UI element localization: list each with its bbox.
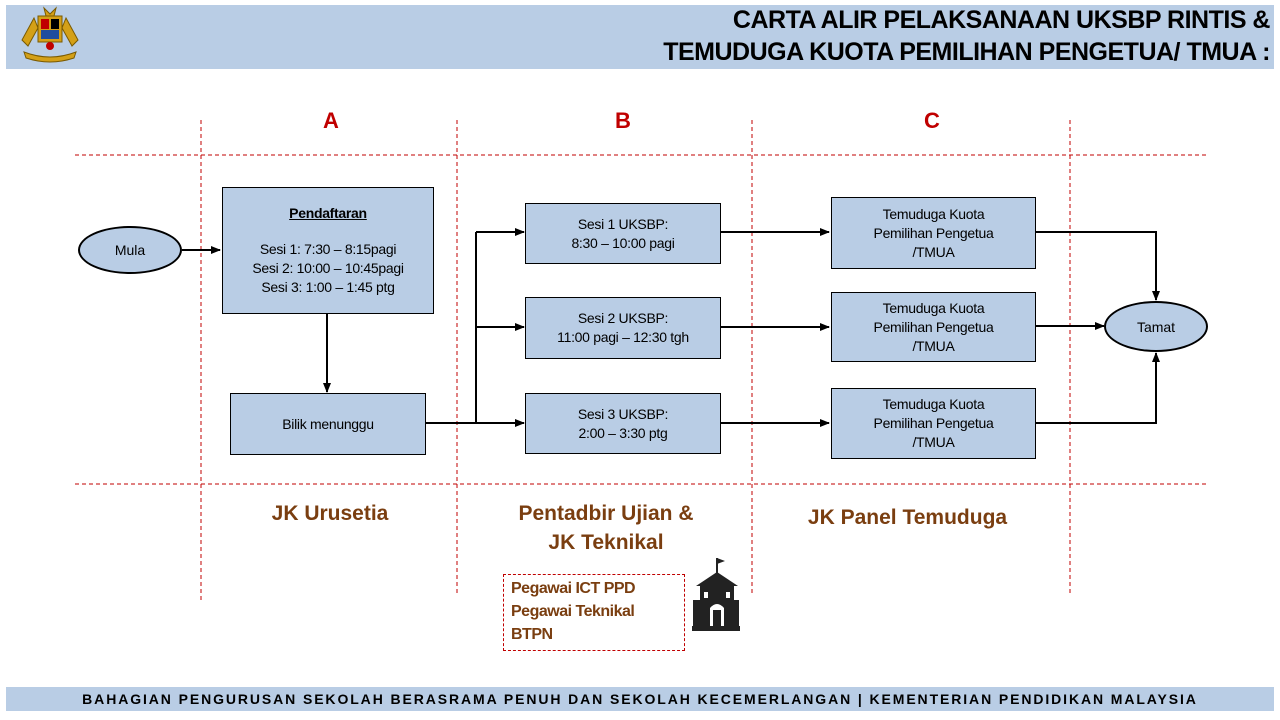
malaysia-crest-icon	[21, 6, 79, 63]
uksbp-session-1-time: 8:30 – 10:00 pagi	[571, 234, 675, 251]
interview-3-line-3: /TMUA	[912, 434, 955, 450]
interview-2-line-3: /TMUA	[912, 337, 955, 354]
interview-3-line-1: Temuduga Kuota	[882, 396, 985, 412]
waiting-room-label: Bilik menunggu	[282, 415, 374, 432]
end-label: Tamat	[1136, 318, 1176, 335]
waiting-room-box: Bilik menunggu	[230, 393, 426, 455]
role-pentadbir-line-2: JK Teknikal	[548, 531, 664, 554]
uksbp-session-3-time: 2:00 – 3:30 ptg	[578, 424, 668, 441]
arrow-interview-3-to-end	[1036, 352, 1160, 424]
interview-3-box: Temuduga Kuota Pemilihan Pengetua /TMUA	[831, 388, 1036, 459]
uksbp-session-2-box: Sesi 2 UKSBP: 11:00 pagi – 12:30 tgh	[525, 297, 721, 359]
footer-text: BAHAGIAN PENGURUSAN SEKOLAH BERASRAMA PE…	[82, 691, 1198, 707]
header-bar	[6, 5, 1274, 69]
registration-session-1: Sesi 1: 7:30 – 8:15pagi	[259, 241, 397, 257]
registration-box: Pendaftaran Sesi 1: 7:30 – 8:15pagi Sesi…	[222, 187, 434, 314]
officer-line-2: Pegawai Teknikal	[511, 603, 635, 620]
end-node: Tamat	[1104, 301, 1208, 352]
uksbp-session-2-title: Sesi 2 UKSBP:	[577, 310, 669, 326]
registration-session-3: Sesi 3: 1:00 – 1:45 ptg	[261, 279, 395, 295]
footer-bar	[6, 687, 1274, 711]
interview-2-line-2: Pemilihan Pengetua	[873, 318, 994, 335]
uksbp-session-3-box: Sesi 3 UKSBP: 2:00 – 3:30 ptg	[525, 393, 721, 454]
arrow-interview-1-to-end	[1036, 231, 1160, 301]
start-label: Mula	[114, 242, 146, 258]
officer-line-1: Pegawai ICT PPD	[511, 580, 636, 597]
officer-line-3: BTPN	[511, 626, 553, 643]
interview-1-line-1: Temuduga Kuota	[882, 205, 985, 222]
registration-heading: Pendaftaran	[289, 205, 367, 221]
title-line-2: TEMUDUGA KUOTA PEMILIHAN PENGETUA/ TMUA …	[663, 38, 1270, 66]
uksbp-session-1-box: Sesi 1 UKSBP: 8:30 – 10:00 pagi	[525, 203, 721, 264]
registration-session-2: Sesi 2: 10:00 – 10:45pagi	[252, 260, 404, 276]
start-node: Mula	[78, 226, 182, 274]
title-line-1: CARTA ALIR PELAKSANAAN UKSBP RINTIS &	[732, 6, 1271, 34]
interview-1-box: Temuduga Kuota Pemilihan Pengetua /TMUA	[831, 197, 1036, 269]
role-jk-panel-temuduga: JK Panel Temuduga	[807, 506, 1008, 529]
column-letter-b: B	[615, 108, 631, 133]
uksbp-session-1-title: Sesi 1 UKSBP:	[577, 215, 669, 232]
interview-2-box: Temuduga Kuota Pemilihan Pengetua /TMUA	[831, 292, 1036, 362]
interview-1-line-2: Pemilihan Pengetua	[873, 224, 994, 241]
interview-1-line-3: /TMUA	[912, 243, 955, 260]
uksbp-session-2-time: 11:00 pagi – 12:30 tgh	[557, 329, 689, 345]
uksbp-session-3-title: Sesi 3 UKSBP:	[577, 405, 669, 422]
interview-2-line-1: Temuduga Kuota	[882, 299, 985, 316]
officer-box	[503, 574, 685, 651]
column-letter-c: C	[924, 108, 940, 133]
role-jk-urusetia: JK Urusetia	[271, 502, 389, 525]
column-letter-a: A	[323, 108, 339, 133]
role-pentadbir-line-1: Pentadbir Ujian &	[518, 502, 694, 525]
school-building-icon	[692, 558, 740, 631]
interview-3-line-2: Pemilihan Pengetua	[873, 415, 994, 431]
